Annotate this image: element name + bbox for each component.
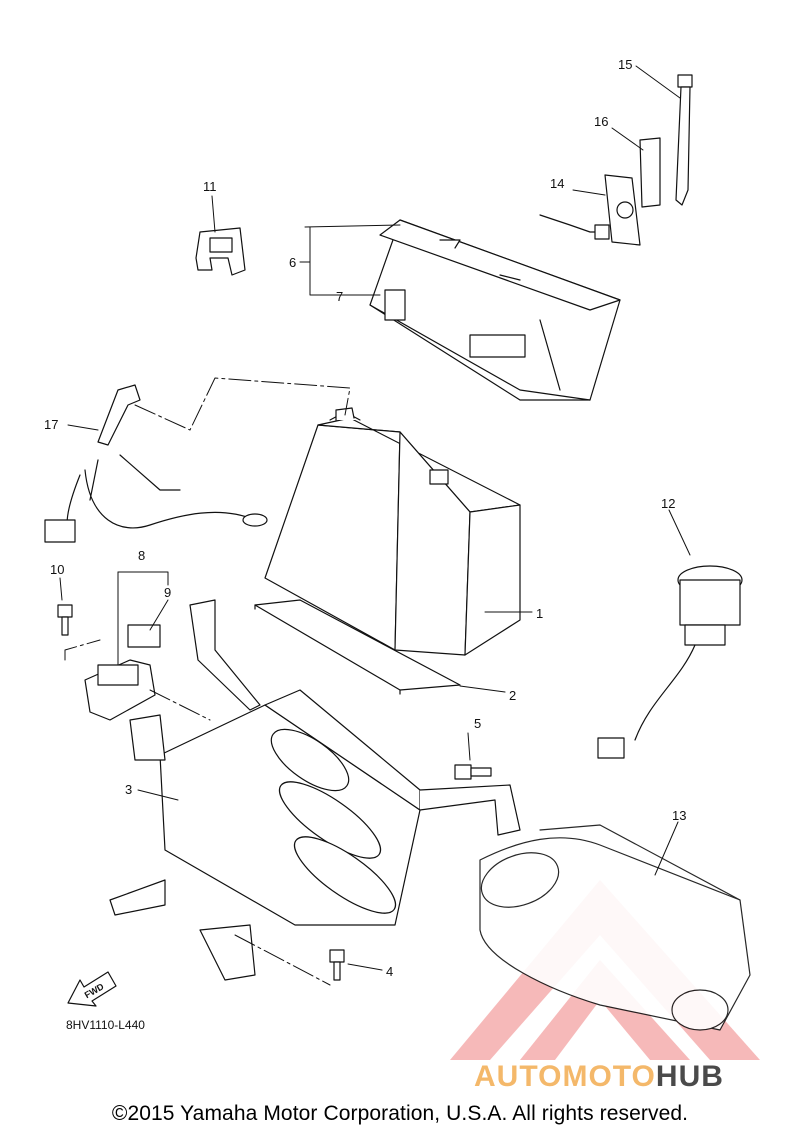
callout-16: 16: [594, 114, 609, 129]
callout-11: 11: [203, 179, 217, 194]
bracket: [539, 174, 641, 246]
assembly-lines: [64, 377, 351, 986]
callout-15: 15: [618, 57, 633, 72]
watermark-part1: AUTOMOTO: [474, 1060, 656, 1093]
callout-12: 12: [661, 496, 676, 511]
callout-2: 2: [509, 688, 517, 703]
callout-8: 8: [138, 548, 146, 563]
bolt-5: [454, 764, 492, 780]
starter-relay: [84, 624, 161, 721]
callout-1: 1: [536, 606, 544, 621]
cover: [479, 824, 751, 1031]
clip: [195, 227, 246, 276]
cable-tie: [675, 74, 693, 206]
watermark-text: AUTOMOTOHUB: [474, 1062, 724, 1092]
callout-14: 14: [550, 176, 565, 191]
callout-17: 17: [44, 417, 59, 432]
callout-7: 7: [336, 289, 344, 304]
battery-cover: [369, 219, 621, 401]
battery-pad: [254, 599, 461, 695]
callout-4: 4: [386, 964, 394, 979]
battery-box: [109, 599, 521, 981]
callout-9: 9: [164, 585, 172, 600]
watermark-part2: HUB: [655, 1060, 724, 1093]
battery: [264, 407, 521, 656]
callout-13: 13: [672, 808, 687, 823]
callout-10: 10: [50, 562, 65, 577]
fwd-arrow-icon: FWD: [67, 971, 117, 1007]
drawing-code: 8HV1110-L440: [66, 1018, 145, 1032]
leader-lines: [59, 65, 691, 971]
bolt-4: [329, 949, 345, 981]
callout-6: 6: [289, 255, 297, 270]
callout-5: 5: [474, 716, 482, 731]
bolt-10: [57, 604, 73, 636]
callout-3: 3: [125, 782, 133, 797]
socket: [597, 565, 743, 759]
lead-wire: [44, 384, 268, 543]
band: [639, 137, 661, 208]
copyright-notice: ©2015 Yamaha Motor Corporation, U.S.A. A…: [111, 1102, 689, 1125]
